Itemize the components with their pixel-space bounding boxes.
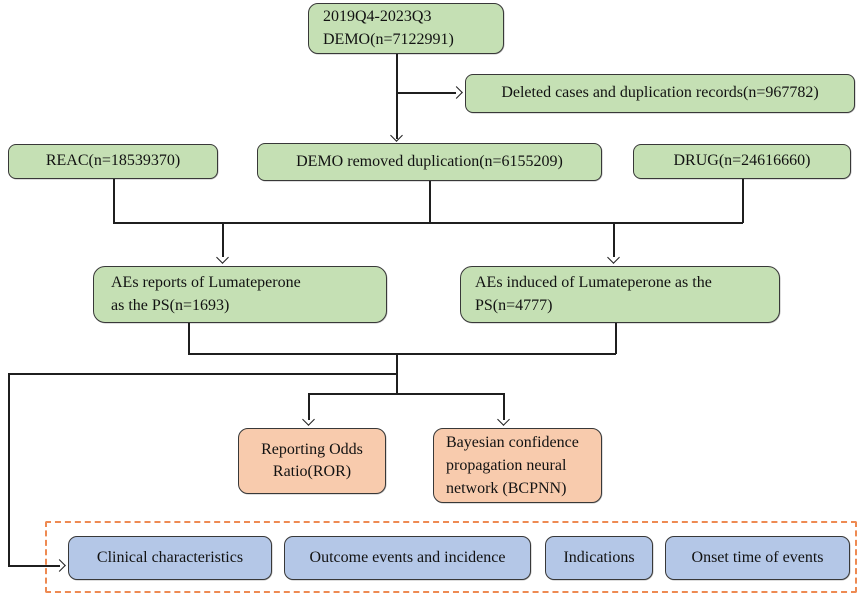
arrowhead-into-aes-induced — [607, 251, 620, 264]
node-aes-induced-line1: AEs induced of Lumateperone as the — [475, 274, 712, 292]
node-onset-label: Onset time of events — [691, 548, 824, 566]
connector-demo-removed-down — [429, 181, 431, 223]
connector-to-bcpnn — [503, 393, 505, 420]
node-clinical-label: Clinical characteristics — [96, 548, 244, 566]
node-aes-induced-ps: AEs induced of Lumateperone as the PS(n=… — [460, 266, 780, 323]
node-demo-removed-duplication: DEMO removed duplication(n=6155209) — [257, 143, 602, 181]
node-indications-label: Indications — [563, 548, 635, 566]
connector-reac-down — [113, 179, 115, 223]
connector-left-route-horizontal — [8, 373, 397, 375]
node-reac-label: REAC(n=18539370) — [45, 152, 181, 170]
node-demo-total-line1: 2019Q4-2023Q3 — [323, 8, 432, 26]
connector-join-bar — [188, 353, 616, 355]
connector-aes-reports-down — [188, 323, 190, 354]
node-drug-label: DRUG(n=24616660) — [673, 152, 811, 170]
connector-to-aes-reports — [222, 222, 224, 257]
node-clinical-characteristics: Clinical characteristics — [68, 536, 272, 580]
node-indications: Indications — [545, 536, 653, 580]
node-bcpnn-line1: Bayesian confidence — [446, 433, 579, 451]
node-outcome-events: Outcome events and incidence — [284, 536, 531, 580]
node-bcpnn-line3: network (BCPNN) — [446, 480, 567, 498]
arrowhead-into-aes-reports — [216, 251, 229, 264]
node-deleted-cases-label: Deleted cases and duplication records(n=… — [501, 84, 819, 102]
connector-to-aes-induced — [613, 222, 615, 257]
connector-merge-bar — [113, 222, 743, 224]
connector-top-to-demo-removed — [396, 54, 398, 139]
node-ror-line1: Reporting Odds — [261, 440, 363, 458]
node-demo-removed-label: DEMO removed duplication(n=6155209) — [296, 152, 563, 170]
arrowhead-into-ror — [302, 413, 315, 426]
arrowhead-into-demo-removed — [390, 129, 403, 142]
node-aes-reports-ps: AEs reports of Lumateperone as the PS(n=… — [93, 266, 387, 323]
node-ror-line2: Ratio(ROR) — [272, 463, 352, 480]
node-deleted-cases: Deleted cases and duplication records(n=… — [465, 74, 855, 113]
connector-split-bar — [308, 393, 504, 395]
node-aes-reports-line1: AEs reports of Lumateperone — [111, 274, 301, 292]
node-onset-time: Onset time of events — [665, 536, 850, 580]
node-aes-reports-line2: as the PS(n=1693) — [111, 296, 230, 314]
connector-drug-down — [742, 179, 744, 223]
connector-branch-to-deleted — [396, 92, 456, 94]
node-drug: DRUG(n=24616660) — [633, 144, 851, 179]
node-ror: Reporting Odds Ratio(ROR) — [238, 428, 386, 494]
connector-into-analysis-group — [8, 565, 60, 567]
node-demo-total: 2019Q4-2023Q3 DEMO(n=7122991) — [308, 3, 504, 54]
arrowhead-into-bcpnn — [497, 413, 510, 426]
node-bcpnn: Bayesian confidence propagation neural n… — [433, 428, 602, 503]
connector-to-ror — [308, 393, 310, 420]
node-bcpnn-line2: propagation neural — [446, 456, 567, 474]
connector-left-route-vertical — [8, 373, 10, 566]
analysis-group-dashed-container — [45, 521, 857, 593]
connector-aes-induced-down — [615, 323, 617, 354]
node-demo-total-line2: DEMO(n=7122991) — [323, 30, 454, 48]
node-reac: REAC(n=18539370) — [8, 144, 218, 179]
node-aes-induced-line2: PS(n=4777) — [475, 296, 553, 314]
node-outcome-label: Outcome events and incidence — [309, 548, 506, 566]
arrowhead-into-deleted — [450, 86, 463, 99]
